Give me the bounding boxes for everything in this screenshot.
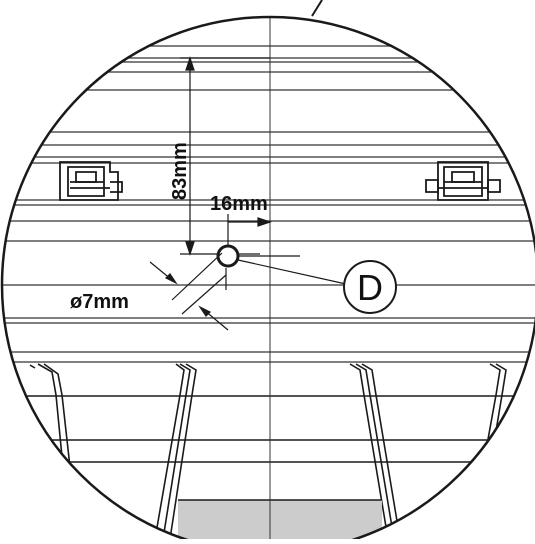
label-83mm: 83mm [169,142,191,200]
dimension-diameter [149,252,229,331]
callout-leader [237,255,347,285]
top-leader-line [311,0,323,17]
mounting-hole [216,244,240,268]
magnifier-circle [0,15,535,544]
label-diameter: ø7mm [70,291,129,313]
callout-circle [343,260,397,314]
left-clip-bracket [59,161,123,201]
dimension-vertical [180,56,270,256]
panel-top-lines [2,45,535,363]
callout-letter: D [357,267,383,308]
label-16mm: 16mm [210,193,268,215]
right-clip-bracket [425,161,501,201]
highlight-panel [178,500,382,540]
